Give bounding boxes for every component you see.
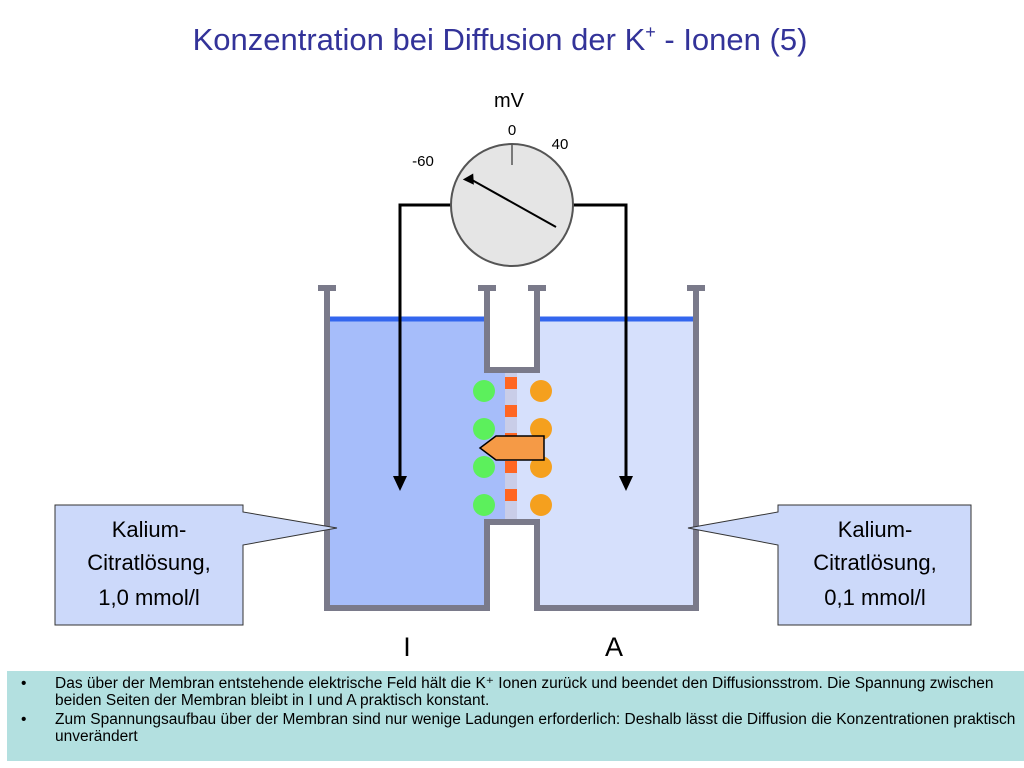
right-electrode-arrow <box>619 476 633 491</box>
right-callout-bubble <box>687 504 972 626</box>
left-callout-line1: Kalium- <box>112 517 187 542</box>
note-bullet-2: Zum Spannungsaufbau über der Membran sin… <box>7 711 1018 745</box>
notes-list: Das über der Membran entstehende elektri… <box>7 675 1018 745</box>
electrode-wires <box>398 203 628 478</box>
voltmeter-needle <box>471 179 557 228</box>
field-arrow <box>478 435 545 461</box>
scale-label-negative: -60 <box>412 153 434 170</box>
k-ion <box>530 456 552 478</box>
left-solution <box>327 319 505 608</box>
scale-label-positive: 40 <box>552 136 569 153</box>
title-suffix: - Ionen (5) <box>655 22 808 57</box>
right-solution <box>517 319 696 608</box>
left-callout-line2: Citratlösung, <box>87 550 211 575</box>
scale-label-zero: 0 <box>508 122 516 139</box>
anion <box>473 418 495 440</box>
anion <box>473 380 495 402</box>
compartment-label-right: A <box>605 632 623 662</box>
left-electrode-arrow <box>393 476 407 491</box>
left-callout-bubble <box>54 504 338 626</box>
diffusion-diagram: mV 0 40 -60 Kalium- Citratlösung, 1,0 mm… <box>54 90 972 662</box>
k-ion <box>530 418 552 440</box>
right-callout-line1: Kalium- <box>838 517 913 542</box>
anions <box>473 380 495 516</box>
left-callout-line3: 1,0 mmol/l <box>98 585 199 610</box>
k-ion <box>530 494 552 516</box>
notes-box: Das über der Membran entstehende elektri… <box>7 671 1024 761</box>
right-callout-line2: Citratlösung, <box>813 550 937 575</box>
k-ion <box>530 380 552 402</box>
container-walls <box>324 288 699 611</box>
title-main: Konzentration bei Diffusion der K <box>192 22 646 57</box>
potassium-ions <box>530 380 552 516</box>
note-bullet-1: Das über der Membran entstehende elektri… <box>7 675 1018 709</box>
page-title: Konzentration bei Diffusion der K+ - Ion… <box>0 22 1000 58</box>
anion <box>473 456 495 478</box>
title-superscript: + <box>645 22 656 42</box>
voltmeter-unit: mV <box>494 90 525 112</box>
voltmeter-needle-tip <box>462 173 474 185</box>
compartment-label-left: I <box>403 632 411 662</box>
right-callout-line3: 0,1 mmol/l <box>824 585 925 610</box>
anion <box>473 494 495 516</box>
